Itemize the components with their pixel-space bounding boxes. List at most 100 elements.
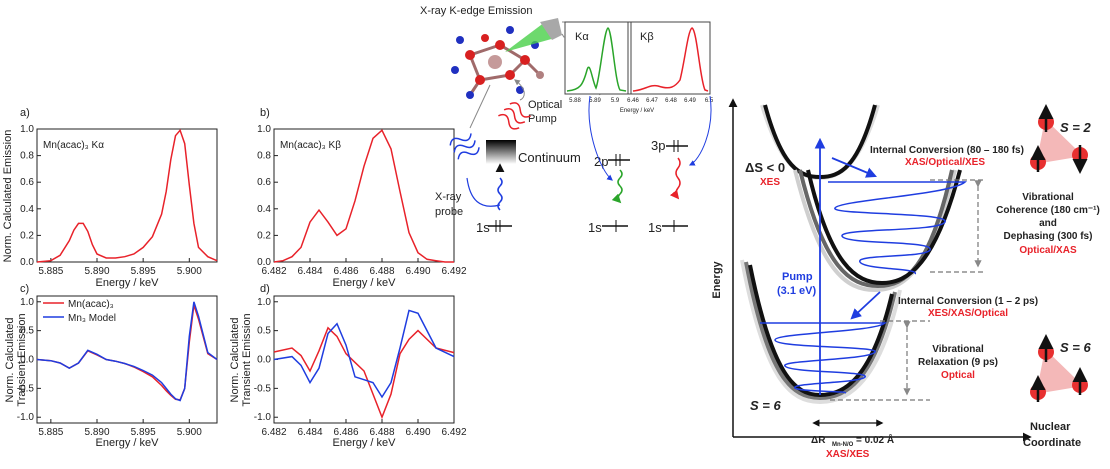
panel-a: a) Mn(acac)₃ Kα Norm. Calculated Emissio… [2, 107, 218, 289]
y-tick-label: -0.5 [17, 383, 35, 394]
ic1-arrow [831, 157, 877, 178]
x-tick-label: 5.890 [84, 427, 109, 438]
panel-c-ylabel-1: Norm. Calculated [4, 318, 16, 403]
inset-tick-label: 5.9 [611, 98, 620, 104]
panel-d-series-mnacac [273, 326, 455, 420]
molecule-icon [451, 26, 544, 99]
energy-diagram: Energy Nuclear Coordinate Pump (3.1 eV) … [711, 98, 1100, 460]
panel-b-frame [273, 128, 455, 263]
s-low-label: S = 6 [750, 398, 781, 413]
y-tick-label: 0.8 [20, 151, 34, 162]
panel-c-legend: Mn(acac)₃ Mn₃ Model [43, 299, 116, 324]
x-tick-label: 5.885 [38, 427, 63, 438]
inset-ka-label: Kα [575, 31, 589, 43]
panel-c-xlabel: Energy / keV [96, 437, 160, 449]
inset-xlabel: Energy / keV [620, 108, 654, 114]
wavepacket-lower [760, 322, 887, 394]
ds-label: ΔS < 0 [745, 160, 785, 175]
panel-d-letter: d) [260, 283, 270, 295]
probe-label: probe [435, 206, 463, 218]
y-tick-label: 1.0 [20, 297, 34, 308]
panel-c-frame [36, 295, 218, 424]
y-tick-label: 1.0 [20, 124, 34, 135]
inset-tick-label: 5.89 [589, 98, 601, 104]
y-tick-label: 0.2 [257, 230, 271, 241]
probe-transition-wave [497, 177, 503, 211]
inset-tick-label: 6.46 [627, 98, 639, 104]
y-tick-label: 0.0 [257, 355, 271, 366]
y-tick-label: 0.4 [257, 204, 271, 215]
panel-a-ylabel: Norm. Calculated Emission [2, 130, 14, 263]
x-tick-label: 6.482 [261, 266, 286, 277]
y-tick-label: -0.5 [254, 383, 272, 394]
x-tick-label: 6.488 [369, 266, 394, 277]
coord-axis-label-1: Nuclear [1030, 421, 1071, 433]
emission-scheme: X-ray K-edge Emission [420, 5, 714, 235]
level-1s: 1s [476, 220, 490, 235]
legend-label-mn3-model: Mn₃ Model [68, 313, 116, 324]
y-tick-label: 1.0 [257, 124, 271, 135]
x-tick-label: 5.900 [177, 266, 202, 277]
panel-d: d) Norm. Calculated Transient Emission E… [229, 283, 467, 449]
level-3p: 3p [651, 138, 665, 153]
inset-tick-label: 6.47 [646, 98, 658, 104]
energy-axis-label: Energy [711, 260, 723, 298]
xray-probe-pulse-icon [449, 133, 480, 160]
level-1s-kb: 1s [648, 220, 662, 235]
vib-coh-1: Vibrational [1022, 192, 1074, 203]
vib-coh-2: Coherence (180 cm⁻¹) [996, 205, 1100, 216]
spin-triangle-s2-icon [1030, 104, 1088, 174]
ic1-label: Internal Conversion (80 – 180 fs) [870, 145, 1024, 156]
s2-label: S = 2 [1060, 120, 1091, 135]
y-tick-label: 0.6 [257, 177, 271, 188]
ka-transition-wave [611, 169, 623, 204]
inset-tick-label: 6.49 [684, 98, 696, 104]
inset-kb-label: Kβ [640, 31, 654, 43]
ic2-tech: XES/XAS/Optical [928, 308, 1008, 319]
panel-d-xlabel: Energy / keV [333, 437, 397, 449]
y-tick-label: -1.0 [254, 412, 272, 423]
y-tick-label: 1.0 [257, 297, 271, 308]
panel-d-ylabel-1: Norm. Calculated [229, 318, 241, 403]
vib-coh-tech: Optical/XAS [1019, 245, 1077, 256]
y-tick-label: 0.8 [257, 151, 271, 162]
inset-kb-curve [632, 27, 709, 92]
inset-ka-curve [566, 27, 627, 92]
panel-a-title: Mn(acac)₃ Kα [43, 140, 104, 151]
ds-tech: XES [760, 177, 780, 188]
inset-tick-label: 6.48 [665, 98, 677, 104]
s6-label: S = 6 [1060, 340, 1091, 355]
y-tick-label: -1.0 [17, 412, 35, 423]
delta-r-value: = 0.02 Å [856, 433, 894, 446]
panel-c: c) Norm. Calculated Transient Emission E… [4, 283, 218, 449]
ic1-tech: XAS/Optical/XES [905, 157, 985, 168]
pump-label: Pump [528, 113, 557, 125]
delta-r-sub: Mn-N/O [832, 442, 854, 448]
x-tick-label: 6.484 [297, 427, 322, 438]
probe-arrow [466, 177, 501, 207]
pump-text-2: (3.1 eV) [777, 285, 816, 297]
wavepacket-upper [828, 181, 968, 275]
scheme-title: X-ray K-edge Emission [420, 5, 533, 17]
spin-triangle-s6-icon [1030, 334, 1088, 402]
panel-a-series-line [36, 128, 218, 263]
continuum-label: Continuum [518, 150, 581, 165]
emission-beam [505, 22, 555, 52]
panel-b-title: Mn(acac)₃ Kβ [280, 140, 341, 151]
y-tick-label: 0.0 [257, 257, 271, 268]
x-tick-label: 6.492 [441, 266, 466, 277]
level-1s-ka: 1s [588, 220, 602, 235]
kb-transition-wave [669, 157, 681, 200]
x-tick-label: 6.482 [261, 427, 286, 438]
vib-coh-4: Dephasing (300 fs) [1004, 231, 1093, 242]
y-tick-label: 0.0 [20, 257, 34, 268]
panel-d-ylabel-2: Transient Emission [241, 313, 253, 406]
y-tick-label: 0.5 [257, 326, 271, 337]
x-tick-label: 6.484 [297, 266, 322, 277]
vib-coh-3: and [1039, 218, 1057, 229]
y-tick-label: 0.6 [20, 177, 34, 188]
xray-label: X-ray [435, 191, 462, 203]
pump-text-1: Pump [782, 271, 813, 283]
inset-tick-label: 6.5 [705, 98, 714, 104]
